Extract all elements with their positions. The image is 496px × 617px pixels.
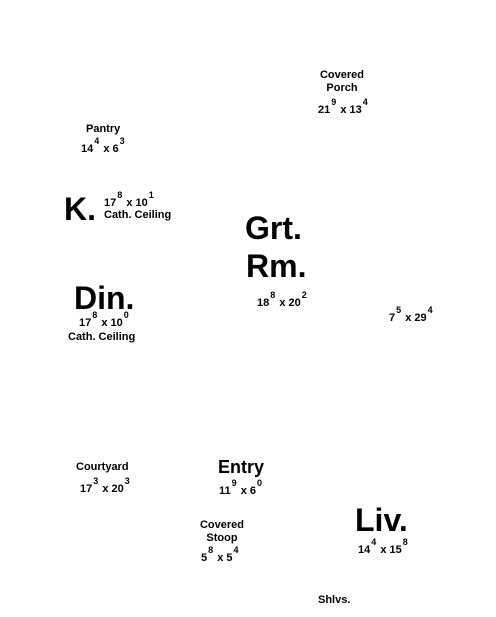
- covered-stoop-label: Covered Stoop: [199, 519, 245, 544]
- courtyard-dimensions: 173 x 203: [80, 476, 130, 495]
- pantry-dimensions: 144 x 63: [81, 136, 125, 155]
- courtyard-label: Courtyard: [76, 461, 129, 473]
- kitchen-ceiling-note: Cath. Ceiling: [104, 209, 172, 221]
- living-label: Liv.: [355, 502, 408, 538]
- covered-porch-dimensions: 219 x 134: [318, 97, 368, 116]
- dining-dimensions: 178 x 100: [79, 310, 129, 329]
- great-room-label-line1: Grt.: [245, 210, 302, 246]
- entry-dimensions: 119 x 60: [219, 478, 263, 497]
- shelves-label: Shlvs.: [318, 594, 351, 606]
- covered-stoop-dimensions: 58 x 54: [201, 545, 239, 564]
- entry-label: Entry: [218, 457, 265, 477]
- covered-porch-label: Covered Porch: [319, 69, 365, 94]
- dining-label: Din.: [74, 280, 135, 316]
- living-dimensions: 144 x 158: [358, 537, 408, 556]
- great-room-label-line2: Rm.: [246, 248, 307, 284]
- dining-ceiling-note: Cath. Ceiling: [68, 331, 136, 343]
- kitchen-label: K.: [64, 191, 96, 227]
- pantry-label: Pantry: [86, 123, 121, 135]
- side-room-dimensions: 75 x 294: [389, 305, 433, 324]
- great-room-dimensions: 188 x 202: [257, 290, 307, 309]
- kitchen-dimensions: 178 x 101: [104, 190, 154, 209]
